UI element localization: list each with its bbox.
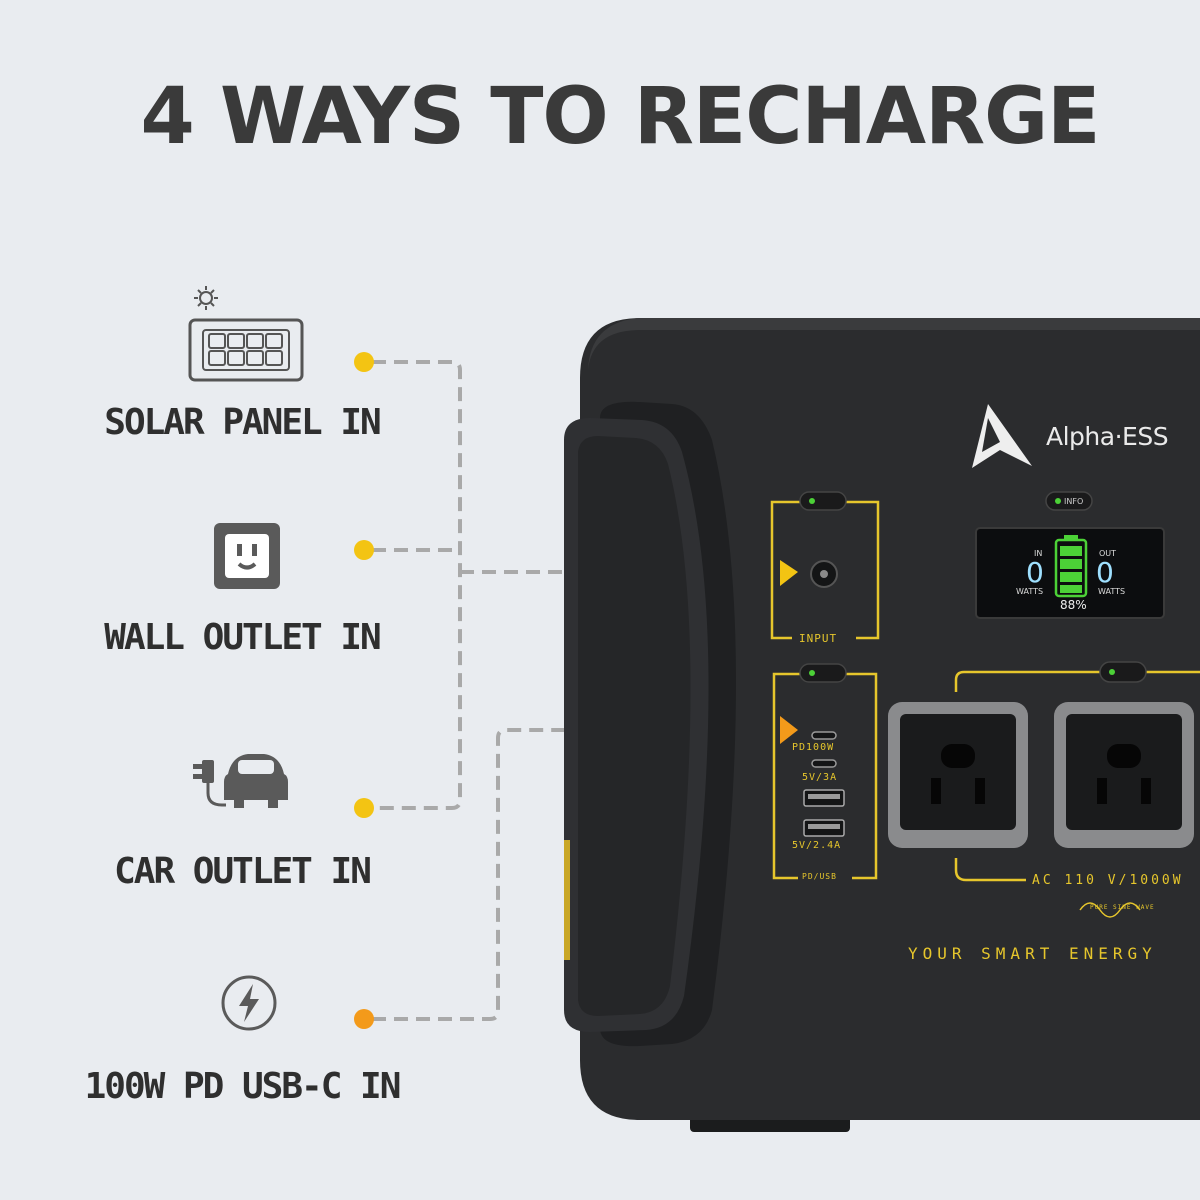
page-title: 4 WAYS TO RECHARGE (140, 72, 1101, 162)
screen-in-label: IN (1034, 549, 1043, 558)
brand-name: Alpha·ESS (1046, 422, 1169, 451)
lightning-bolt-icon (221, 975, 277, 1031)
method-label-usbc: 100W PD USB-C IN (84, 1066, 402, 1107)
input-label: INPUT (797, 632, 840, 645)
pd-label: PD100W (792, 742, 835, 753)
screen-out-unit: WATTS (1098, 587, 1126, 596)
screen-out-value: 0 (1096, 556, 1114, 589)
ac-label: AC 110 V/1000W (1032, 873, 1184, 888)
screen-in-unit: WATTS (1016, 587, 1044, 596)
wall-outlet-icon (214, 523, 280, 589)
battery-percent: 88% (1060, 598, 1087, 612)
connector-dot-wall (354, 540, 374, 560)
car-plug-icon (193, 754, 288, 808)
method-label-solar: SOLAR PANEL IN (104, 402, 381, 443)
usb-a-label: 5V/2.4A (792, 840, 842, 851)
connector-dot-car (354, 798, 374, 818)
pd-usb-label: PD/USB (800, 872, 839, 881)
screen-out-label: OUT (1099, 549, 1117, 558)
method-label-wall: WALL OUTLET IN (104, 617, 381, 658)
usb-c-label: 5V/3A (802, 772, 838, 783)
connector-dot-usbc (354, 1009, 374, 1029)
screen-in-value: 0 (1026, 556, 1044, 589)
connector-dot-solar (354, 352, 374, 372)
info-label: INFO (1064, 497, 1084, 506)
sine-wave-label: PURE SINE WAVE (1090, 904, 1155, 911)
solar-panel-icon (188, 286, 304, 382)
slogan: YOUR SMART ENERGY (908, 944, 1157, 963)
method-label-car: CAR OUTLET IN (114, 851, 372, 892)
